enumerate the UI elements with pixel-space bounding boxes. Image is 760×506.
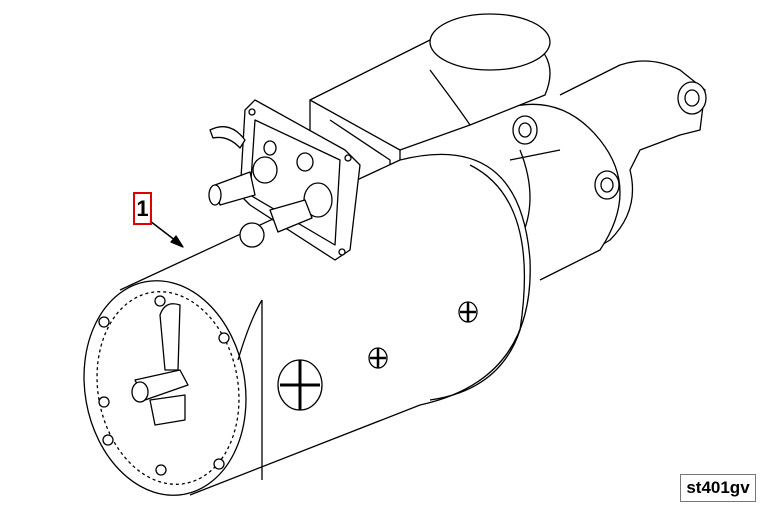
end-cap-bolts: [98, 295, 230, 476]
callout-leader-arrow: [149, 220, 184, 248]
reference-code-label: st401gv: [680, 474, 756, 502]
drive-housing: [499, 60, 707, 281]
end-cap-terminal: [131, 303, 189, 426]
callout-1[interactable]: 1: [133, 192, 152, 225]
terminal-plate: [208, 99, 361, 261]
